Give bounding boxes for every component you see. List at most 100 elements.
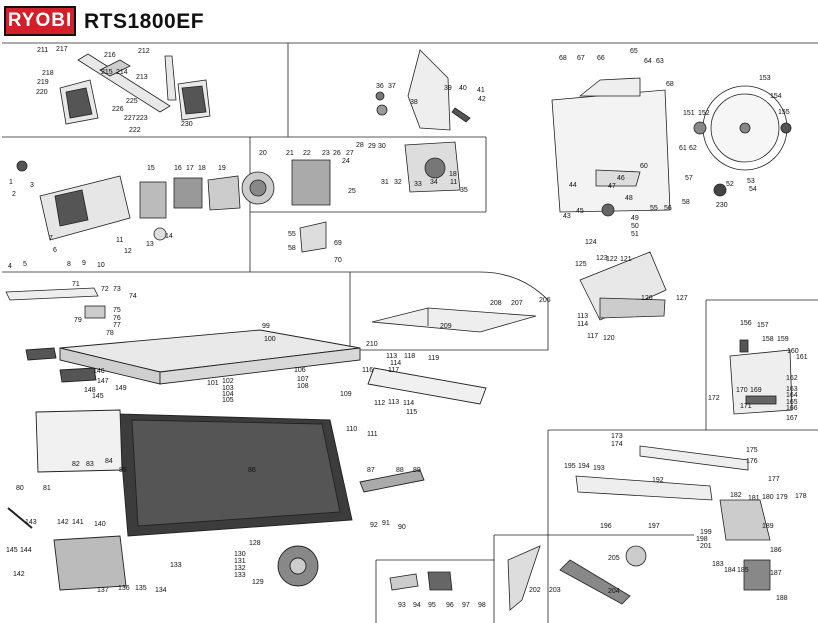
- svg-text:70: 70: [334, 257, 342, 264]
- svg-text:100: 100: [264, 336, 276, 343]
- svg-text:23: 23: [322, 150, 330, 157]
- svg-text:157: 157: [757, 322, 769, 329]
- svg-text:202: 202: [529, 587, 541, 594]
- svg-text:7: 7: [49, 235, 53, 242]
- svg-text:89: 89: [413, 467, 421, 474]
- svg-text:216: 216: [104, 52, 116, 59]
- extension-drawing: [371, 307, 537, 333]
- svg-text:192: 192: [652, 477, 664, 484]
- svg-text:28: 28: [356, 142, 364, 149]
- svg-text:162: 162: [786, 375, 798, 382]
- svg-text:106: 106: [294, 367, 306, 374]
- svg-text:203: 203: [549, 587, 561, 594]
- svg-text:137: 137: [97, 587, 109, 594]
- blade-guard-drawing: [59, 53, 211, 125]
- svg-text:222: 222: [129, 127, 141, 134]
- svg-text:223: 223: [136, 115, 148, 122]
- svg-text:55: 55: [650, 205, 658, 212]
- table-saw-body-drawing: [7, 329, 487, 591]
- svg-text:133: 133: [234, 572, 246, 579]
- svg-text:180: 180: [762, 494, 774, 501]
- svg-text:97: 97: [462, 602, 470, 609]
- svg-text:205: 205: [608, 555, 620, 562]
- svg-text:30: 30: [378, 143, 386, 150]
- svg-text:11: 11: [450, 179, 457, 186]
- svg-text:11: 11: [116, 237, 123, 244]
- svg-text:72: 72: [101, 286, 109, 293]
- svg-text:1: 1: [9, 179, 13, 186]
- svg-text:39: 39: [444, 85, 452, 92]
- ryobi-logo: RYOBI: [4, 6, 76, 36]
- svg-text:34: 34: [430, 179, 438, 186]
- svg-text:47: 47: [608, 183, 616, 190]
- svg-text:86: 86: [248, 467, 256, 474]
- svg-text:186: 186: [770, 547, 782, 554]
- svg-text:160: 160: [787, 348, 799, 355]
- svg-text:133: 133: [170, 562, 182, 569]
- svg-text:6: 6: [53, 247, 57, 254]
- svg-text:230: 230: [181, 121, 193, 128]
- height-adjust-drawing: [299, 221, 327, 253]
- svg-text:93: 93: [398, 602, 406, 609]
- svg-text:98: 98: [478, 602, 486, 609]
- svg-text:142: 142: [13, 571, 25, 578]
- svg-text:66: 66: [597, 55, 605, 62]
- svg-text:102: 102: [222, 378, 234, 385]
- svg-text:136: 136: [118, 585, 130, 592]
- svg-text:206: 206: [539, 297, 551, 304]
- svg-text:8: 8: [67, 261, 71, 268]
- svg-text:159: 159: [777, 336, 789, 343]
- svg-text:189: 189: [762, 523, 774, 530]
- svg-text:79: 79: [74, 317, 82, 324]
- svg-text:114: 114: [577, 321, 588, 328]
- svg-text:193: 193: [593, 465, 605, 472]
- svg-text:85: 85: [119, 467, 127, 474]
- svg-text:225: 225: [126, 98, 138, 105]
- svg-text:84: 84: [105, 458, 113, 465]
- svg-text:126: 126: [641, 295, 653, 302]
- blade-bracket-drawing: [551, 77, 792, 217]
- svg-text:25: 25: [348, 188, 356, 195]
- dust-port-drawing: [579, 251, 667, 321]
- svg-text:212: 212: [138, 48, 150, 55]
- svg-text:176: 176: [746, 458, 758, 465]
- svg-text:230: 230: [716, 202, 728, 209]
- svg-text:149: 149: [115, 385, 127, 392]
- svg-text:184: 184: [724, 567, 736, 574]
- svg-text:87: 87: [367, 467, 375, 474]
- svg-text:134: 134: [155, 587, 167, 594]
- svg-text:19: 19: [218, 165, 226, 172]
- panel-dividers: [2, 42, 818, 623]
- svg-text:103: 103: [222, 385, 234, 392]
- svg-text:63: 63: [656, 58, 664, 65]
- svg-text:164: 164: [786, 392, 798, 399]
- svg-text:141: 141: [72, 519, 84, 526]
- svg-text:145: 145: [6, 547, 18, 554]
- svg-text:95: 95: [428, 602, 436, 609]
- svg-text:60: 60: [640, 163, 648, 170]
- svg-text:40: 40: [459, 85, 467, 92]
- svg-text:68: 68: [559, 55, 567, 62]
- svg-text:62: 62: [689, 145, 697, 152]
- svg-text:220: 220: [36, 89, 48, 96]
- svg-text:127: 127: [676, 295, 688, 302]
- svg-text:113: 113: [577, 313, 588, 320]
- svg-text:52: 52: [726, 181, 734, 188]
- svg-text:107: 107: [297, 376, 309, 383]
- svg-text:173: 173: [611, 433, 623, 440]
- svg-text:78: 78: [106, 330, 114, 337]
- svg-text:167: 167: [786, 415, 798, 422]
- svg-text:17: 17: [186, 165, 194, 172]
- svg-text:121: 121: [620, 256, 632, 263]
- svg-text:175: 175: [746, 447, 758, 454]
- svg-text:42: 42: [478, 96, 486, 103]
- svg-text:187: 187: [770, 570, 782, 577]
- svg-text:183: 183: [712, 561, 724, 568]
- svg-text:38: 38: [410, 99, 418, 106]
- svg-text:120: 120: [603, 335, 615, 342]
- svg-text:124: 124: [585, 239, 597, 246]
- svg-text:58: 58: [682, 199, 690, 206]
- svg-text:112: 112: [374, 400, 385, 407]
- svg-text:64: 64: [644, 58, 652, 65]
